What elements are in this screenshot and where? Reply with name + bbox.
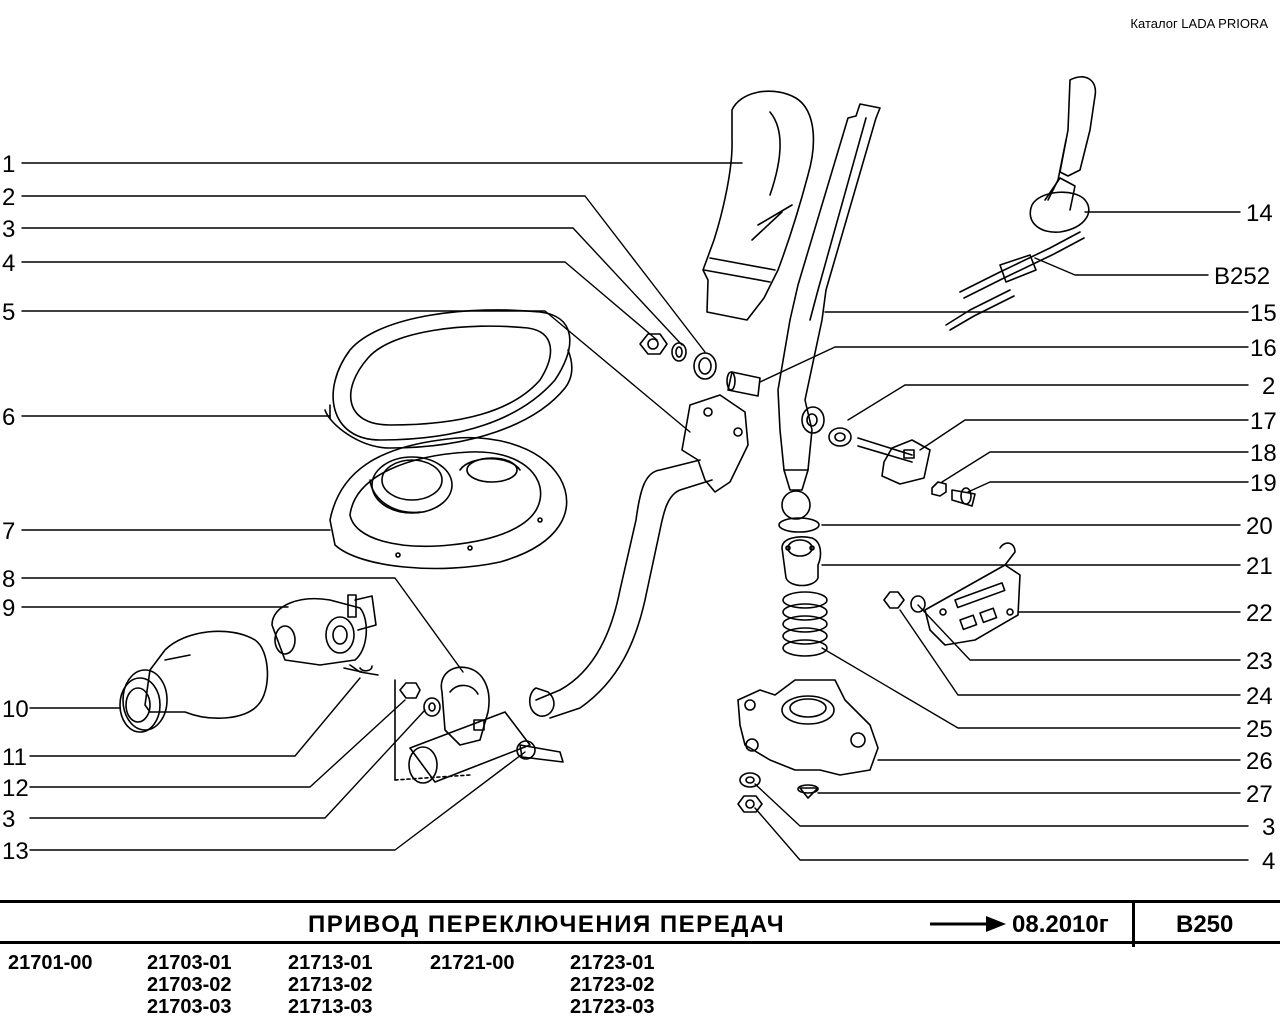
nut-washer-bushing xyxy=(639,333,761,397)
callout-13: 13 xyxy=(2,838,29,865)
effective-date: 08.2010г xyxy=(1012,911,1109,938)
catalog-header: Каталог LADA PRIORA xyxy=(1130,16,1268,31)
callout-22: 22 xyxy=(1246,600,1273,627)
callout-6: 6 xyxy=(2,404,15,431)
callout-1: 1 xyxy=(2,151,15,178)
model-code: 21713-01 xyxy=(288,952,373,974)
bolt-bracket xyxy=(828,427,976,507)
callout-2b: 2 xyxy=(1262,373,1275,400)
lever-housing xyxy=(737,679,879,813)
callouts-right: 14 В252 15 16 2 17 18 19 20 21 22 23 24 … xyxy=(1214,200,1277,875)
callout-3b: 3 xyxy=(2,806,15,833)
shift-rod xyxy=(528,394,749,719)
leader-lines-left xyxy=(21,162,743,851)
callout-23: 23 xyxy=(1246,648,1273,675)
callouts-left: 1 2 3 4 5 6 7 8 9 10 11 12 3 13 xyxy=(2,151,29,865)
model-code: 21703-01 xyxy=(147,952,232,974)
leader-lines-right xyxy=(754,211,1249,861)
callout-25: 25 xyxy=(1246,716,1273,743)
model-group-2: 21703-01 21703-02 21703-03 xyxy=(147,952,232,1018)
title-bar: ПРИВОД ПЕРЕКЛЮЧЕНИЯ ПЕРЕДАЧ 08.2010г В25… xyxy=(0,900,1280,947)
callout-15: 15 xyxy=(1250,300,1277,327)
selector-housing xyxy=(271,594,379,676)
clamp-tube xyxy=(394,666,564,784)
model-group-4: 21721-00 xyxy=(430,952,515,974)
model-code: 21713-03 xyxy=(288,996,373,1018)
callout-26: 26 xyxy=(1246,748,1273,775)
callout-19: 19 xyxy=(1250,470,1277,497)
model-group-5: 21723-01 21723-02 21723-03 xyxy=(570,952,655,1018)
model-group-1: 21701-00 xyxy=(8,952,93,974)
callout-4: 4 xyxy=(2,250,15,277)
model-code: 21723-01 xyxy=(570,952,655,974)
model-code: 21721-00 xyxy=(430,952,515,974)
gasket-frame xyxy=(324,309,573,449)
model-code: 21703-03 xyxy=(147,996,232,1018)
assembly-thumbnail xyxy=(945,76,1097,331)
callout-8: 8 xyxy=(2,566,15,593)
callout-2: 2 xyxy=(2,184,15,211)
callout-7: 7 xyxy=(2,518,15,545)
model-code: 21723-03 xyxy=(570,996,655,1018)
callout-27: 27 xyxy=(1246,781,1273,808)
divider xyxy=(1132,903,1135,947)
callout-b252: В252 xyxy=(1214,263,1270,290)
gear-lever xyxy=(777,103,881,520)
callout-18: 18 xyxy=(1250,440,1277,467)
callout-10: 10 xyxy=(2,696,29,723)
model-code: 21701-00 xyxy=(8,952,93,974)
model-code: 21703-02 xyxy=(147,974,232,996)
lock-plate xyxy=(883,542,1021,646)
shift-knob xyxy=(702,90,815,321)
callout-24: 24 xyxy=(1246,683,1273,710)
page-code: В250 xyxy=(1176,911,1234,938)
ball-seat-spring xyxy=(778,517,828,657)
callout-3: 3 xyxy=(2,216,15,243)
callout-9: 9 xyxy=(2,595,15,622)
callout-4b: 4 xyxy=(1262,848,1275,875)
callout-5: 5 xyxy=(2,299,15,326)
model-code: 21713-02 xyxy=(288,974,373,996)
callout-17: 17 xyxy=(1250,408,1277,435)
model-group-3: 21713-01 21713-02 21713-03 xyxy=(288,952,373,1018)
rubber-cap xyxy=(119,630,269,733)
callout-21: 21 xyxy=(1246,553,1273,580)
model-code: 21723-02 xyxy=(570,974,655,996)
callout-16: 16 xyxy=(1250,335,1277,362)
page-title: ПРИВОД ПЕРЕКЛЮЧЕНИЯ ПЕРЕДАЧ xyxy=(308,911,786,938)
callout-11: 11 xyxy=(2,744,27,771)
boot-cover xyxy=(329,436,568,570)
callout-12: 12 xyxy=(2,775,29,802)
arrow-right-icon xyxy=(928,913,1008,935)
callout-3c: 3 xyxy=(1262,814,1275,841)
callout-20: 20 xyxy=(1246,513,1273,540)
callout-14: 14 xyxy=(1246,200,1273,227)
